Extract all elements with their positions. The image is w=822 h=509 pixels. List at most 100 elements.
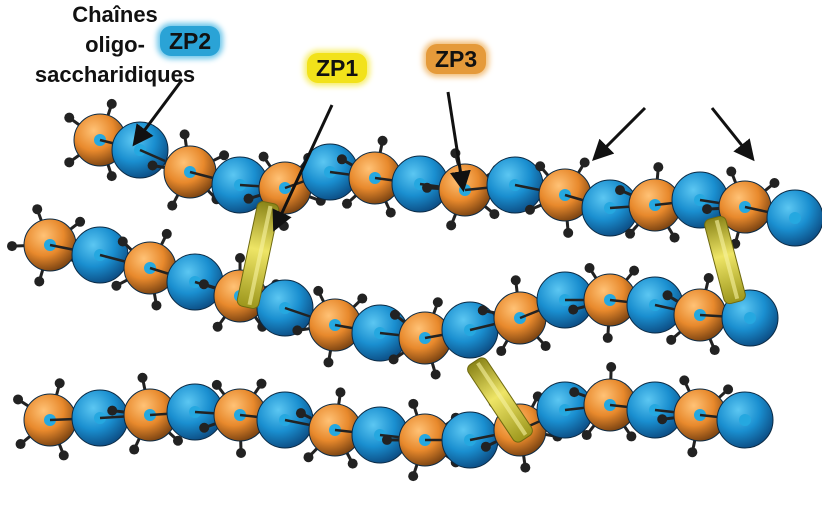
chain-knob: [496, 346, 507, 357]
chain-knob: [236, 447, 247, 458]
chain-knob: [179, 129, 190, 140]
chain-knob: [626, 431, 637, 442]
zp-filament-3: [13, 362, 774, 482]
chains-label-line-3: saccharidiques: [34, 62, 196, 87]
chain-knob: [64, 112, 75, 123]
chain-knob: [295, 408, 306, 419]
chain-knob: [64, 157, 75, 168]
zp2-glycoprotein: [256, 391, 314, 449]
chain-knob: [524, 204, 535, 215]
chain-knob: [111, 280, 122, 291]
chain-knob: [709, 345, 720, 356]
oligosaccharide-chains-label: Chaînes oligo- saccharidiques: [0, 0, 230, 90]
chain-knob: [563, 227, 574, 238]
chain-knob: [625, 228, 636, 239]
chain-knob: [15, 439, 26, 450]
chain-knob: [151, 300, 162, 311]
zp-filament-2: [7, 204, 779, 380]
chain-knob: [199, 422, 210, 433]
chain-knob: [769, 178, 780, 189]
chain-knob: [579, 157, 590, 168]
core-link: [139, 148, 166, 163]
label-arrows: [132, 79, 755, 232]
zp-filament-1: [64, 98, 822, 249]
chain-knob: [581, 430, 592, 441]
zp2-glycoprotein: [71, 389, 129, 447]
zp1-arrow: [272, 104, 334, 232]
zp1-crosslink: [704, 215, 746, 305]
chain-knob: [422, 182, 433, 193]
chain-knob: [432, 297, 443, 308]
core-link: [514, 183, 541, 192]
zp3-arrow: [446, 91, 471, 193]
chain-knob: [219, 150, 230, 161]
chain-knob: [292, 325, 303, 336]
chain-knob: [335, 387, 346, 398]
zp-filaments: [7, 98, 822, 482]
chain-knob: [702, 204, 713, 215]
chain-knob: [243, 193, 254, 204]
core-link: [469, 433, 496, 442]
chain-knob: [172, 435, 183, 446]
chain-knob: [568, 304, 579, 315]
chain-knob: [54, 378, 65, 389]
zp2-glycoprotein: [536, 271, 594, 329]
chain-knob: [510, 275, 521, 286]
core-link: [99, 415, 126, 420]
zp2-label: ZP2: [160, 26, 221, 56]
chain-knob: [161, 228, 172, 239]
chain-knob: [679, 375, 690, 386]
chain-knob: [666, 334, 677, 345]
core-link: [99, 253, 126, 263]
zp3-label: ZP3: [426, 44, 487, 74]
core-link: [49, 243, 76, 252]
chain-knob: [389, 309, 400, 320]
chain-knob: [657, 414, 668, 425]
sphere-core: [789, 212, 801, 224]
zp2-glycoprotein: [71, 226, 129, 284]
chain-knob: [723, 384, 734, 395]
zp1-crosslinks: [236, 201, 746, 443]
zp2-glycoprotein: [441, 411, 499, 469]
chain-knob: [323, 357, 334, 368]
chains-label-line-1: Chaînes: [72, 2, 158, 27]
chain-knob: [408, 471, 419, 482]
chain-knob: [129, 444, 140, 455]
chains-label-line-2: oligo-: [85, 32, 145, 57]
chain-knob: [520, 462, 531, 473]
core-link: [654, 303, 678, 312]
core-link: [189, 170, 216, 180]
zp1-label: ZP1: [307, 53, 368, 83]
zp2-glycoprotein: [626, 381, 684, 439]
core-link: [284, 306, 311, 318]
chain-knob: [211, 379, 222, 390]
chain-knob: [377, 135, 388, 146]
chain-knob: [653, 162, 664, 173]
zp2-glycoprotein: [766, 189, 822, 247]
chain-knob: [388, 354, 399, 365]
core-link: [284, 418, 311, 427]
chain-knob: [446, 220, 457, 231]
zp3-glycoprotein: [147, 129, 230, 211]
core-link: [49, 417, 76, 422]
core-link: [469, 322, 496, 332]
chain-knob: [430, 369, 441, 380]
chain-knob: [602, 332, 613, 343]
chain-knob: [258, 151, 269, 162]
chain-knob: [34, 276, 45, 287]
chain-knob: [726, 166, 737, 177]
chain-knob: [669, 232, 680, 243]
chain-knob: [167, 200, 178, 211]
chain-knob: [198, 279, 209, 290]
zp2-glycoprotein: [716, 391, 774, 449]
zp3-glycoprotein: [569, 362, 652, 442]
core-link: [744, 205, 771, 214]
zp2-glycoprotein: [626, 276, 684, 334]
chain-knob: [313, 285, 324, 296]
zp3-glycoprotein: [568, 262, 651, 343]
chain-knob: [584, 262, 595, 273]
chain-knob: [477, 305, 488, 316]
chain-knob: [569, 387, 580, 398]
chain-knob: [687, 447, 698, 458]
